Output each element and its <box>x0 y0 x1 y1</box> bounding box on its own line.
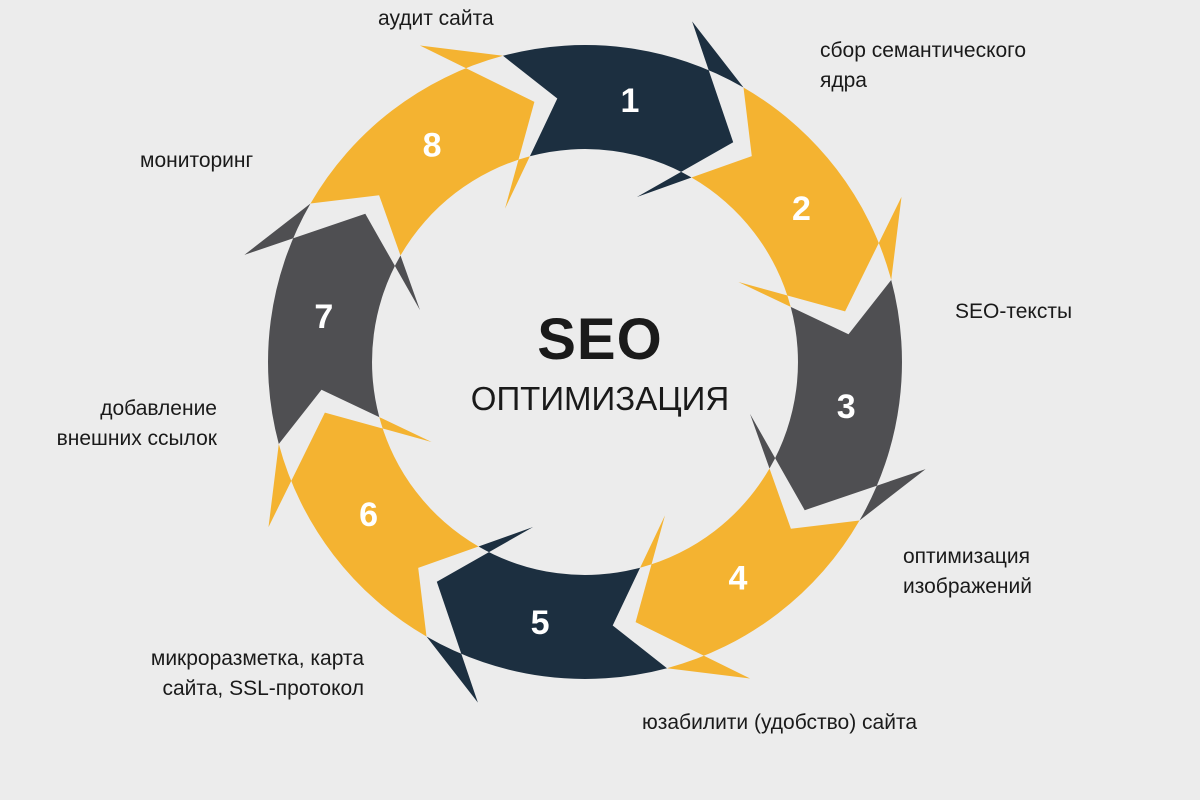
step-7-number: 7 <box>314 298 333 336</box>
step-5-arrow <box>426 527 667 703</box>
step-1-label: аудит сайта <box>378 7 494 30</box>
step-3-arrow <box>750 280 926 521</box>
step-2-label: сбор семантического ядра <box>820 39 1027 92</box>
step-2-arrow <box>691 87 902 312</box>
step-5-label: юзабилити (удобство) сайта <box>642 711 918 734</box>
step-5-number: 5 <box>531 604 550 642</box>
step-4-number: 4 <box>728 559 747 597</box>
step-8-number: 8 <box>423 127 442 165</box>
step-1-arrow <box>503 21 744 198</box>
step-7-arrow <box>244 203 420 444</box>
step-8-arrow <box>310 45 535 256</box>
step-8-label: мониторинг <box>140 149 254 172</box>
center-title: SEO <box>537 307 663 372</box>
step-3-number: 3 <box>837 388 856 426</box>
step-2-number: 2 <box>792 190 811 228</box>
step-6-number: 6 <box>359 496 378 534</box>
step-6-arrow <box>268 412 479 637</box>
step-4-arrow <box>635 468 860 679</box>
center-subtitle: ОПТИМИЗАЦИЯ <box>470 380 730 417</box>
step-4-label: оптимизация изображений <box>903 545 1032 598</box>
step-7-label: добавление внешних ссылок <box>56 397 217 450</box>
step-1-number: 1 <box>620 82 639 120</box>
step-6-label: микроразметка, карта сайта, SSL-протокол <box>150 647 364 700</box>
step-3-label: SEO-тексты <box>955 300 1073 323</box>
